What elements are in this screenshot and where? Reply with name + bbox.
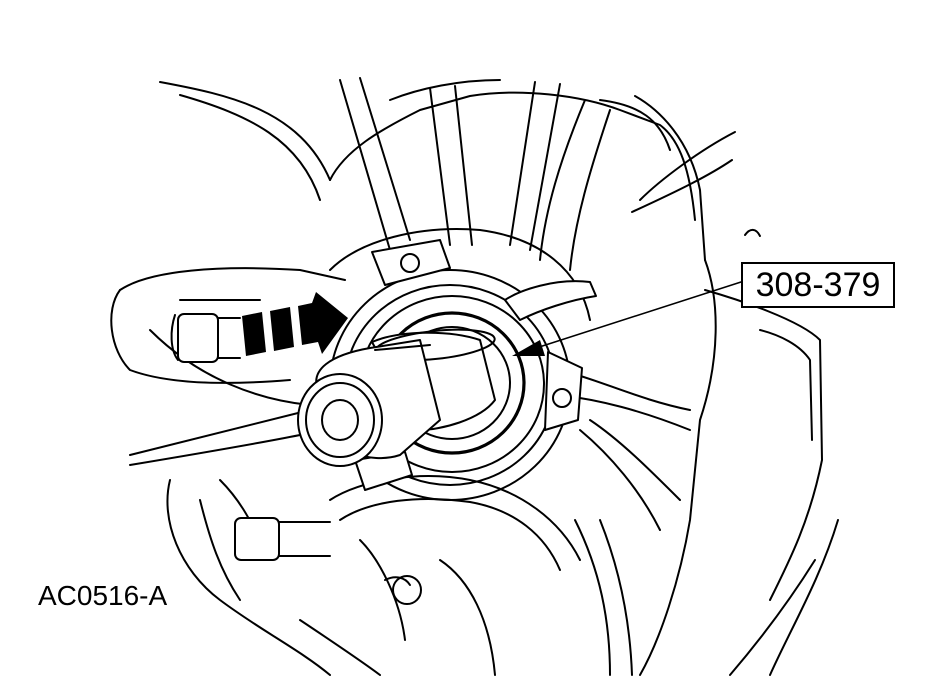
dashed-arrow-right-icon: [242, 292, 348, 356]
lower-housing: [166, 475, 581, 676]
retainer-tabs: [354, 239, 597, 491]
tool-number-callout: 308-379: [741, 262, 895, 308]
housing-ribs: [129, 77, 691, 676]
left-bracket: [110, 267, 346, 384]
figure-id-label: AC0516-A: [38, 580, 168, 611]
leader-arrow-icon: [512, 281, 742, 356]
housing-outline: [159, 79, 839, 676]
input-shaft: [297, 328, 496, 467]
